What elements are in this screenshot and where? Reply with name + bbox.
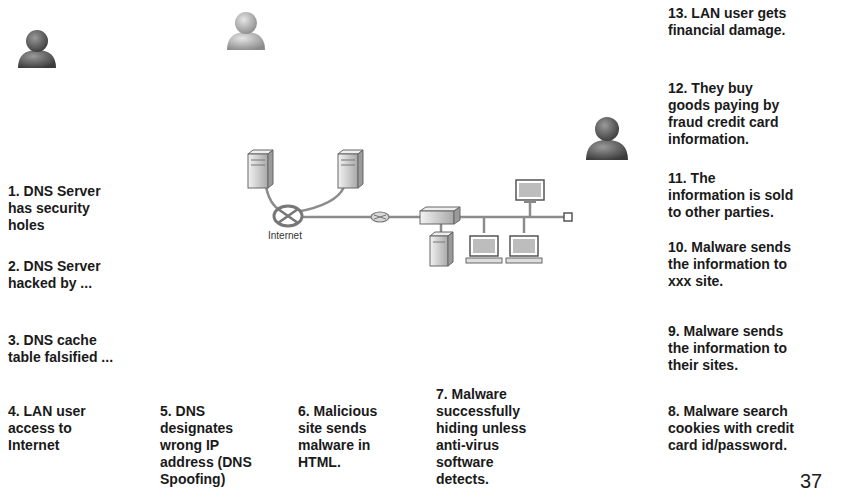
computer-icon xyxy=(516,180,544,203)
computer-icon xyxy=(506,236,542,263)
step-text: 8. Malware search cookies with credit ca… xyxy=(668,403,800,454)
step-text: 13. LAN user gets financial damage. xyxy=(668,5,828,39)
step-text: 7. Malware successfully hiding unless an… xyxy=(436,386,531,488)
step-text: 10. Malware sends the information to xxx… xyxy=(668,239,796,290)
person-icon xyxy=(586,117,628,160)
step-text: 5. DNS designates wrong IP address (DNS … xyxy=(160,403,266,488)
hub-icon xyxy=(420,207,460,224)
person-icon xyxy=(18,30,56,68)
page-number: 37 xyxy=(800,470,836,492)
server-icon xyxy=(248,150,273,188)
step-text: 9. Malware sends the information to thei… xyxy=(668,323,796,374)
step-text: 1. DNS Server has security holes xyxy=(8,183,118,234)
step-text: 2. DNS Server hacked by ... xyxy=(8,258,118,292)
step-text: 12. They buy goods paying by fraud credi… xyxy=(668,80,793,148)
server-icon xyxy=(430,232,453,266)
step-text: 3. DNS cache table falsified ... xyxy=(8,332,118,366)
server-icon xyxy=(338,150,363,188)
step-text: 4. LAN user access to Internet xyxy=(8,403,118,454)
step-text: 6. Malicious site sends malware in HTML. xyxy=(298,403,398,471)
step-text: 11. The information is sold to other par… xyxy=(668,170,796,221)
network-label: Internet xyxy=(268,230,318,242)
router-icon xyxy=(371,212,389,222)
internet-cloud xyxy=(274,206,302,226)
computer-icon xyxy=(466,236,502,263)
terminator xyxy=(564,213,572,221)
person-icon xyxy=(227,12,265,50)
